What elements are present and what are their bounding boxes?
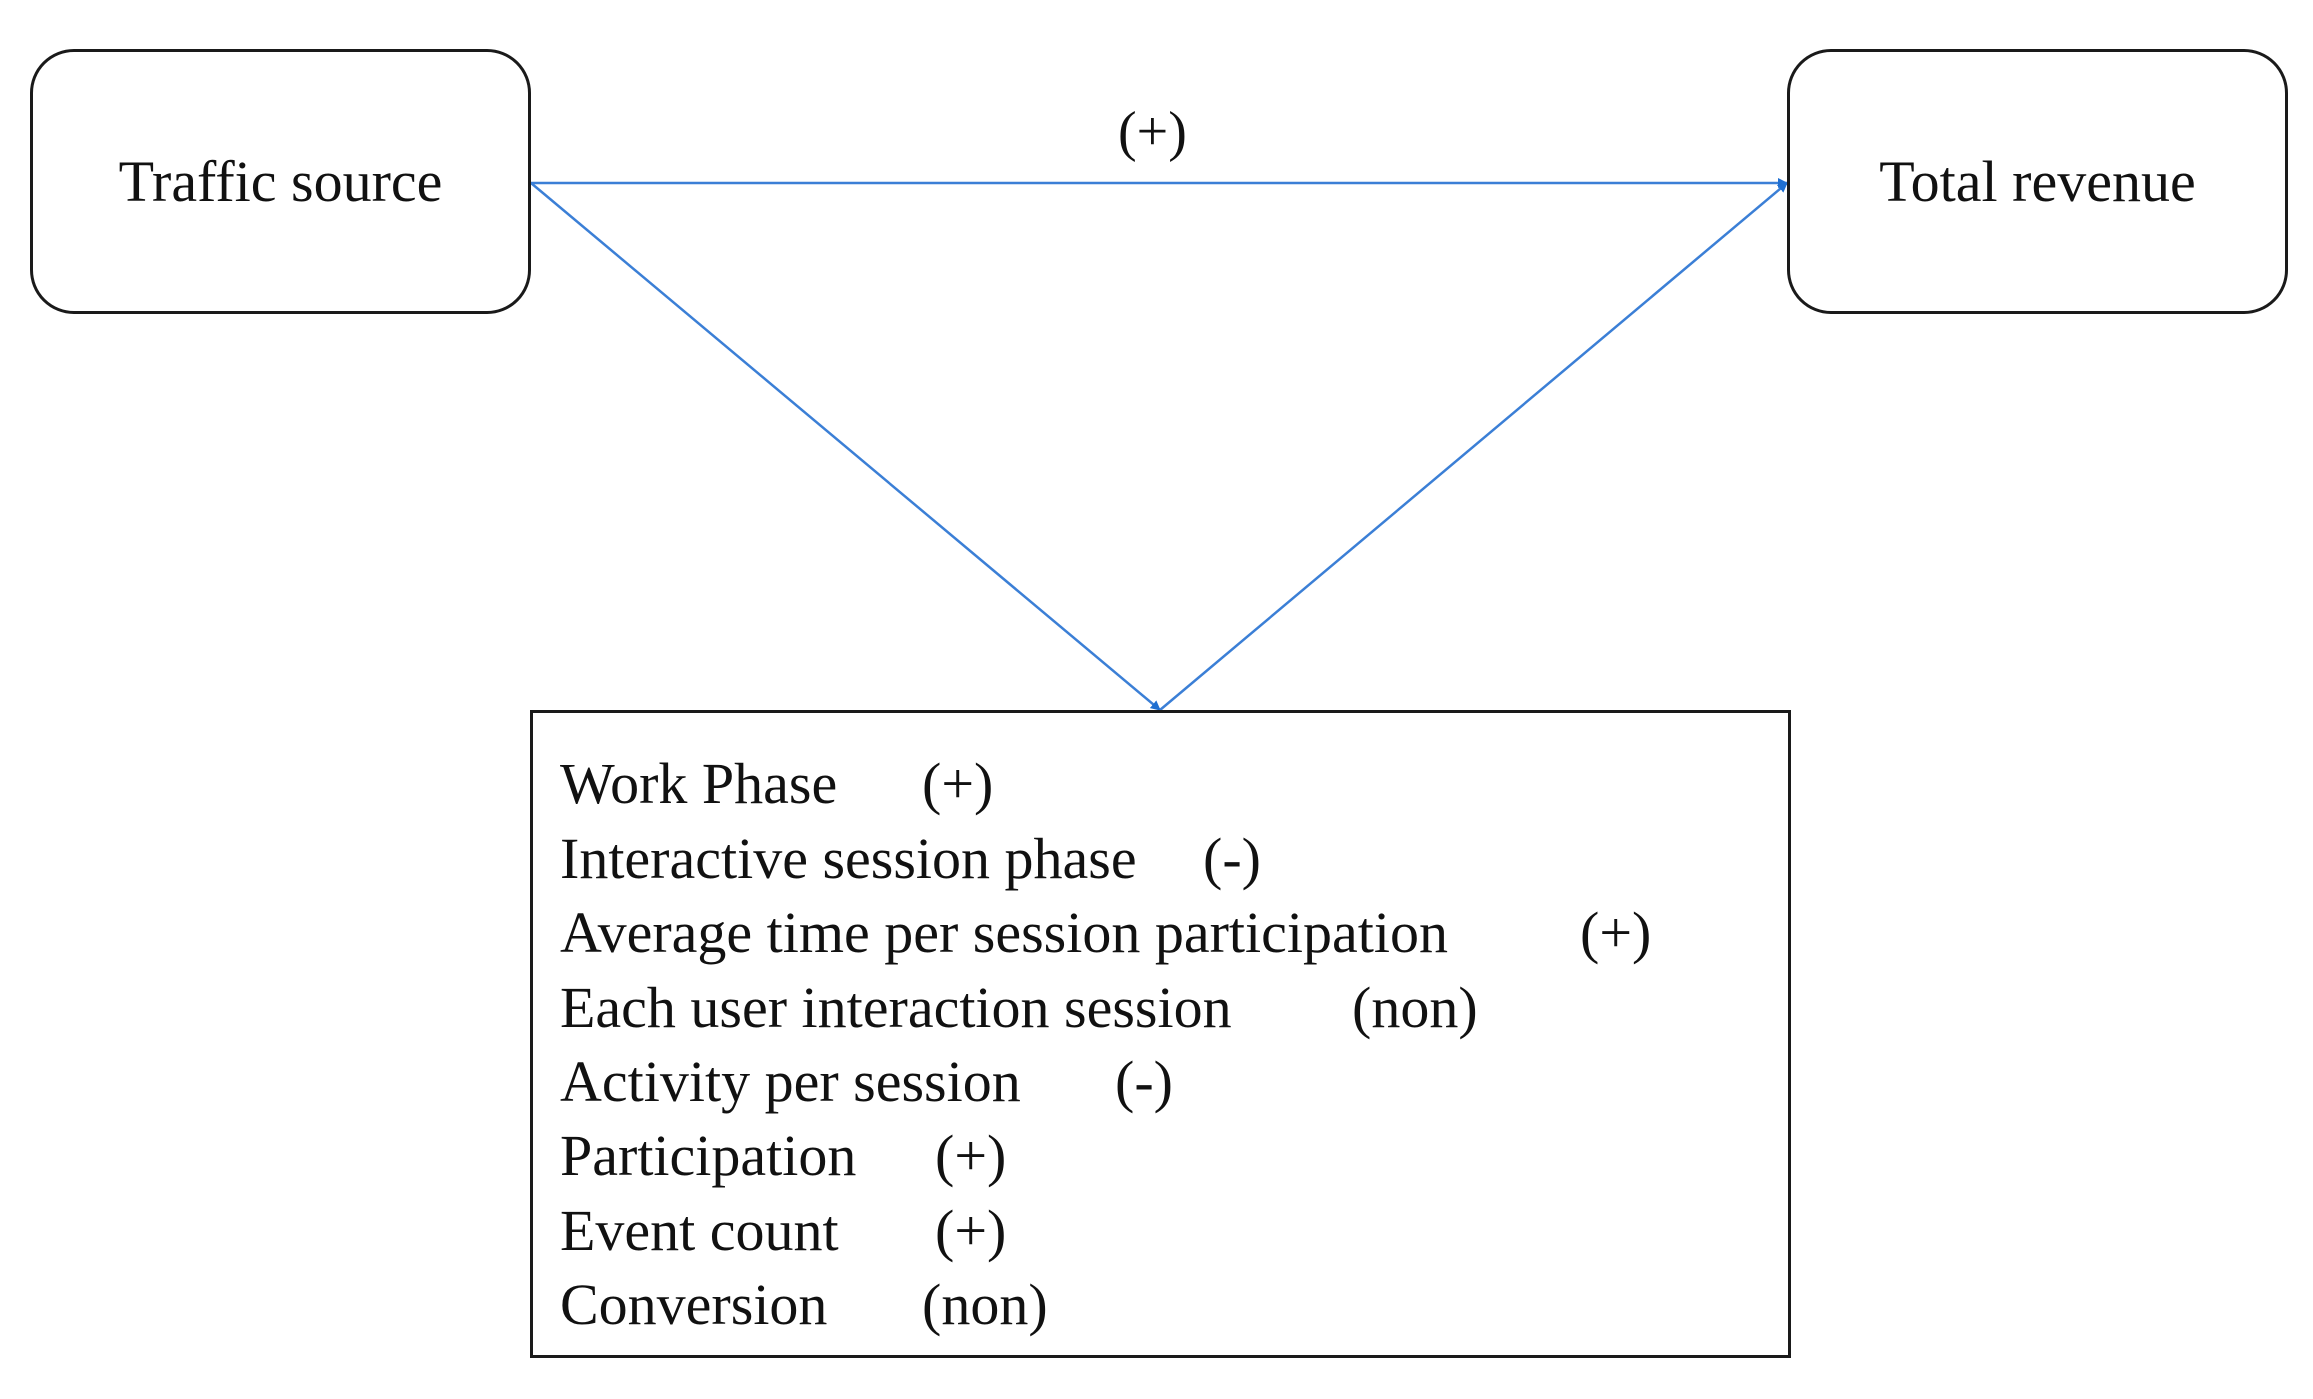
traffic-source-label: Traffic source (118, 149, 443, 214)
direct-effect-sign: (+) (1118, 101, 1187, 163)
mediator-name: Work Phase (560, 751, 838, 816)
mediator-name: Event count (560, 1198, 839, 1263)
mediator-sign: (+) (922, 751, 994, 816)
mediators-box: Work Phase (+) Interactive session phase… (530, 710, 1791, 1358)
traffic-source-node: Traffic source (30, 49, 531, 314)
mediator-name: Each user interaction session (560, 975, 1232, 1040)
mediator-name: Participation (560, 1123, 857, 1188)
source-to-mediators-arrow (530, 182, 1161, 711)
mediator-sign: (non) (922, 1272, 1048, 1337)
mediator-sign: (non) (1352, 975, 1478, 1040)
mediator-name: Conversion (560, 1272, 828, 1337)
mediators-to-revenue-arrow (1159, 182, 1788, 711)
mediator-name: Activity per session (560, 1049, 1021, 1114)
total-revenue-label: Total revenue (1879, 149, 2196, 214)
mediator-sign: (+) (1580, 900, 1652, 965)
mediator-sign: (-) (1115, 1049, 1173, 1114)
mediator-name: Interactive session phase (560, 826, 1137, 891)
mediator-name: Average time per session participation (560, 900, 1448, 965)
total-revenue-node: Total revenue (1787, 49, 2288, 314)
mediator-sign: (+) (935, 1198, 1007, 1263)
mediator-sign: (-) (1203, 826, 1261, 891)
mediator-sign: (+) (935, 1123, 1007, 1188)
